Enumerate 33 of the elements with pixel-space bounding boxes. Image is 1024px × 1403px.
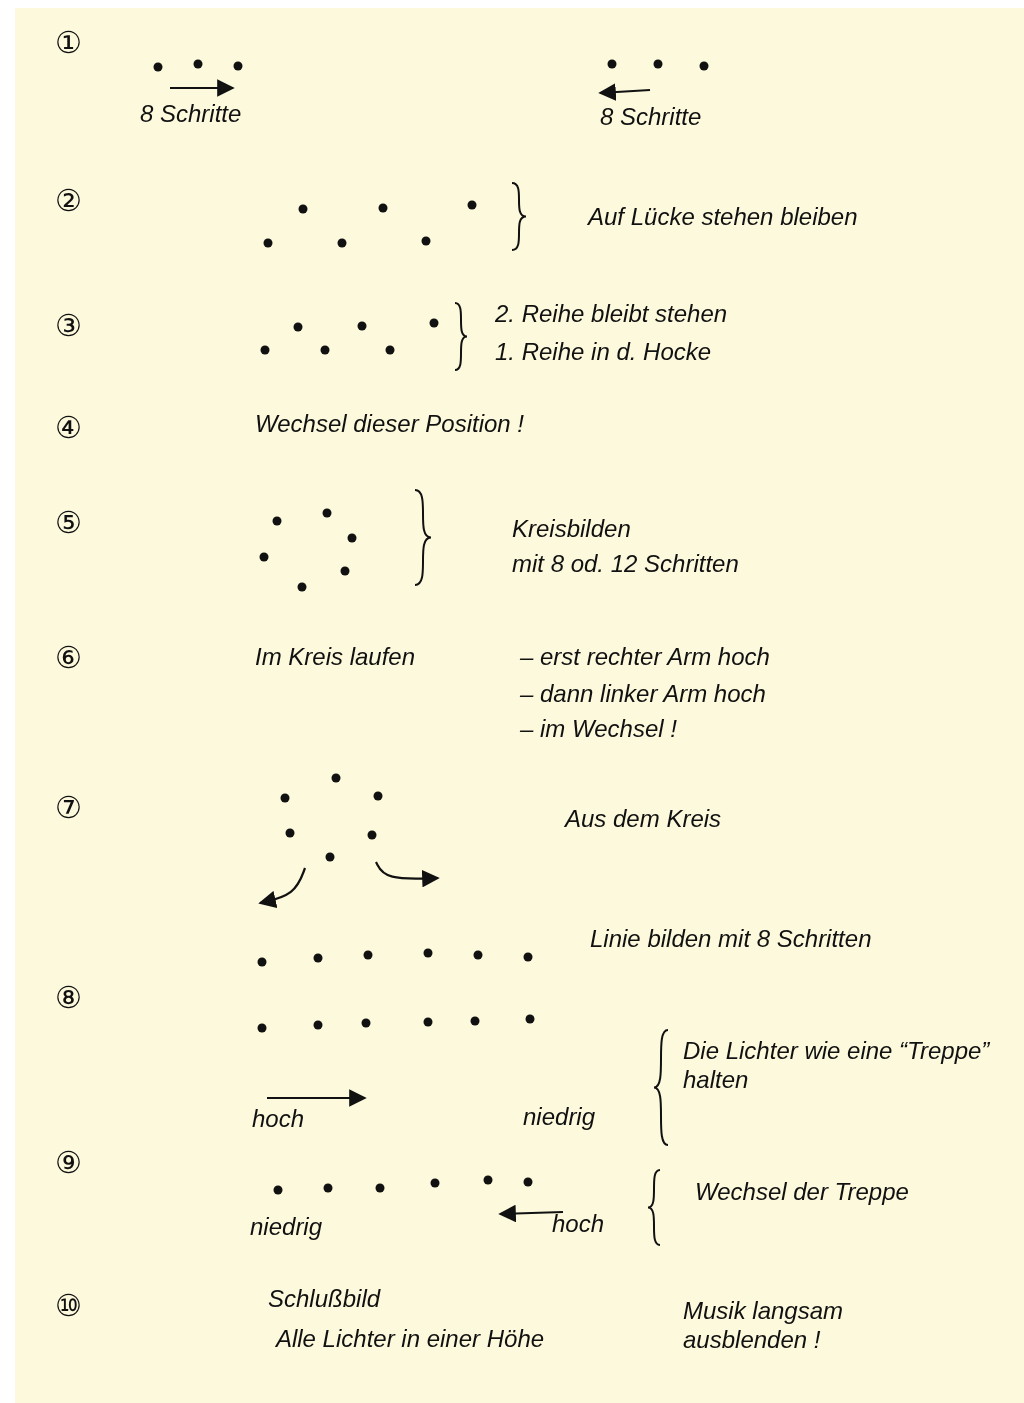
note-text: – erst rechter Arm hoch xyxy=(520,643,770,672)
note-text: niedrig xyxy=(250,1213,323,1242)
step-number: ② xyxy=(55,183,82,219)
note-text: Im Kreis laufen xyxy=(255,643,416,672)
note-text: Wechsel dieser Position ! xyxy=(255,410,524,439)
note-text: hoch xyxy=(552,1210,605,1239)
step-number: ⑨ xyxy=(55,1145,82,1181)
step-number: ⑩ xyxy=(55,1288,82,1324)
note-text: Die Lichter wie eine “Treppe” halten xyxy=(683,1037,991,1095)
note-text: niedrig xyxy=(523,1103,596,1132)
note-text: Auf Lücke stehen bleiben xyxy=(588,203,858,232)
step-number: ⑦ xyxy=(55,790,82,826)
step-number: ⑤ xyxy=(55,505,82,541)
note-text: Aus dem Kreis xyxy=(565,805,722,834)
note-text: – im Wechsel ! xyxy=(520,715,677,744)
step-number: ③ xyxy=(55,308,82,344)
note-text: 8 Schritte xyxy=(140,100,242,129)
note-text: – dann linker Arm hoch xyxy=(520,680,766,709)
note-text: Linie bilden mit 8 Schritten xyxy=(590,925,873,954)
step-number: ④ xyxy=(55,410,82,446)
note-text: Schlußbild xyxy=(268,1285,381,1314)
note-text: Alle Lichter in einer Höhe xyxy=(274,1325,546,1354)
note-text: hoch xyxy=(252,1105,305,1134)
note-text: 1. Reihe in d. Hocke xyxy=(495,338,712,367)
step-number: ⑥ xyxy=(55,640,82,676)
note-text: mit 8 od. 12 Schritten xyxy=(512,550,739,579)
step-number: ⑧ xyxy=(55,980,82,1016)
note-text: Kreisbilden xyxy=(512,515,631,544)
note-text: Wechsel der Treppe xyxy=(695,1178,909,1207)
note-text: 8 Schritte xyxy=(600,103,702,132)
step-number: ① xyxy=(55,25,82,61)
note-text: 2. Reihe bleibt stehen xyxy=(495,300,728,329)
note-text: Musik langsam ausblenden ! xyxy=(683,1297,845,1355)
